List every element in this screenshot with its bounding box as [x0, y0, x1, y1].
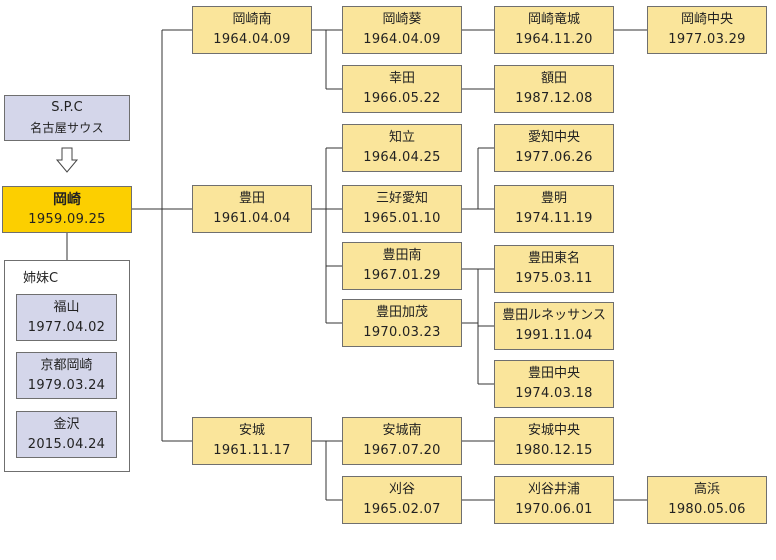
node-name: 刈谷 [388, 482, 415, 497]
node-date: 1966.05.22 [363, 91, 441, 106]
node-date: 1965.01.10 [363, 211, 441, 226]
node-name: 豊田中央 [527, 366, 580, 381]
down-arrow-icon [55, 147, 79, 173]
node-date: 1987.12.08 [515, 91, 593, 106]
node-name: 岡崎中央 [680, 12, 733, 27]
node-date: 1980.12.15 [515, 443, 593, 458]
toyotakamo-node[interactable]: 豊田加茂 1970.03.23 [342, 299, 462, 347]
node-name: S.P.C [51, 100, 83, 115]
node-name: 豊田南 [382, 248, 422, 263]
node-name: 知立 [388, 130, 415, 145]
okazakichuo-node[interactable]: 岡崎中央 1977.03.29 [647, 6, 767, 54]
node-date: 1967.07.20 [363, 443, 441, 458]
node-name: 金沢 [53, 416, 80, 432]
toyoake-node[interactable]: 豊明 1974.11.19 [494, 185, 614, 233]
node-name: 岡崎竜城 [527, 12, 580, 27]
node-name: 安城中央 [527, 423, 580, 438]
node-name: 豊明 [540, 191, 567, 206]
node-name: 刈谷井浦 [527, 482, 580, 497]
koda-node[interactable]: 幸田 1966.05.22 [342, 65, 462, 113]
node-date: 1974.03.18 [515, 386, 593, 401]
nukata-node[interactable]: 額田 1987.12.08 [494, 65, 614, 113]
node-date: 2015.04.24 [27, 436, 106, 452]
node-name: 額田 [540, 71, 567, 86]
sister-kyoto-okazaki-node[interactable]: 京都岡崎 1979.03.24 [16, 352, 117, 399]
node-name: 安城 [238, 423, 265, 438]
node-name: 幸田 [388, 71, 415, 86]
kariya-node[interactable]: 刈谷 1965.02.07 [342, 476, 462, 524]
node-date: 1961.11.17 [213, 443, 291, 458]
chiryu-node[interactable]: 知立 1964.04.25 [342, 124, 462, 172]
toyotaminami-node[interactable]: 豊田南 1967.01.29 [342, 242, 462, 290]
okazakiminami-node[interactable]: 岡崎南 1964.04.09 [192, 6, 312, 54]
anjominami-node[interactable]: 安城南 1967.07.20 [342, 417, 462, 465]
spc-nagoya-south-node[interactable]: S.P.C 名古屋サウス [4, 95, 130, 141]
node-name: 高浜 [693, 482, 720, 497]
node-name: 三好愛知 [375, 191, 428, 206]
miyoshi-node[interactable]: 三好愛知 1965.01.10 [342, 185, 462, 233]
node-date: 1977.04.02 [27, 319, 106, 335]
kariyaiura-node[interactable]: 刈谷井浦 1970.06.01 [494, 476, 614, 524]
node-name: 豊田ルネッサンス [502, 308, 606, 323]
sister-fukuyama-node[interactable]: 福山 1977.04.02 [16, 294, 117, 341]
node-date: 1964.04.09 [363, 32, 441, 47]
aichichuo-node[interactable]: 愛知中央 1977.06.26 [494, 124, 614, 172]
toyotarenaissance-node[interactable]: 豊田ルネッサンス 1991.11.04 [494, 302, 614, 350]
node-date: 1977.06.26 [515, 150, 593, 165]
node-name: 愛知中央 [527, 130, 580, 145]
node-name: 福山 [53, 299, 80, 315]
toyotatomei-node[interactable]: 豊田東名 1975.03.11 [494, 245, 614, 293]
node-name: 豊田東名 [527, 251, 580, 266]
okazakiryujo-node[interactable]: 岡崎竜城 1964.11.20 [494, 6, 614, 54]
takahama-node[interactable]: 高浜 1980.05.06 [647, 476, 767, 524]
sister-group-title: 姉妹C [23, 271, 59, 286]
anjochuo-node[interactable]: 安城中央 1980.12.15 [494, 417, 614, 465]
node-date: 1964.04.09 [213, 32, 291, 47]
node-name: 岡崎 [53, 191, 81, 208]
node-date: 1977.03.29 [668, 32, 746, 47]
node-date: 1967.01.29 [363, 268, 441, 283]
toyota-node[interactable]: 豊田 1961.04.04 [192, 185, 312, 233]
node-date: 1970.06.01 [515, 502, 593, 517]
okazakiaoi-node[interactable]: 岡崎葵 1964.04.09 [342, 6, 462, 54]
node-date: 1970.03.23 [363, 325, 441, 340]
node-date: 1965.02.07 [363, 502, 441, 517]
node-name: 豊田加茂 [375, 305, 428, 320]
anjo-node[interactable]: 安城 1961.11.17 [192, 417, 312, 465]
node-name: 豊田 [238, 191, 265, 206]
toyotachuo-node[interactable]: 豊田中央 1974.03.18 [494, 360, 614, 408]
node-date: 1980.05.06 [668, 502, 746, 517]
node-date: 1979.03.24 [27, 377, 106, 393]
node-subtitle: 名古屋サウス [30, 121, 104, 135]
node-name: 安城南 [382, 423, 422, 438]
root-okazaki-node[interactable]: 岡崎 1959.09.25 [2, 186, 132, 233]
node-date: 1974.11.19 [515, 211, 593, 226]
node-name: 岡崎南 [232, 12, 272, 27]
node-date: 1961.04.04 [213, 211, 291, 226]
node-date: 1964.04.25 [363, 150, 441, 165]
node-name: 京都岡崎 [40, 357, 93, 373]
node-date: 1964.11.20 [515, 32, 593, 47]
node-date: 1975.03.11 [515, 271, 593, 286]
node-date: 1991.11.04 [515, 328, 593, 343]
node-date: 1959.09.25 [28, 211, 106, 227]
sister-kanazawa-node[interactable]: 金沢 2015.04.24 [16, 411, 117, 458]
node-name: 岡崎葵 [382, 12, 422, 27]
